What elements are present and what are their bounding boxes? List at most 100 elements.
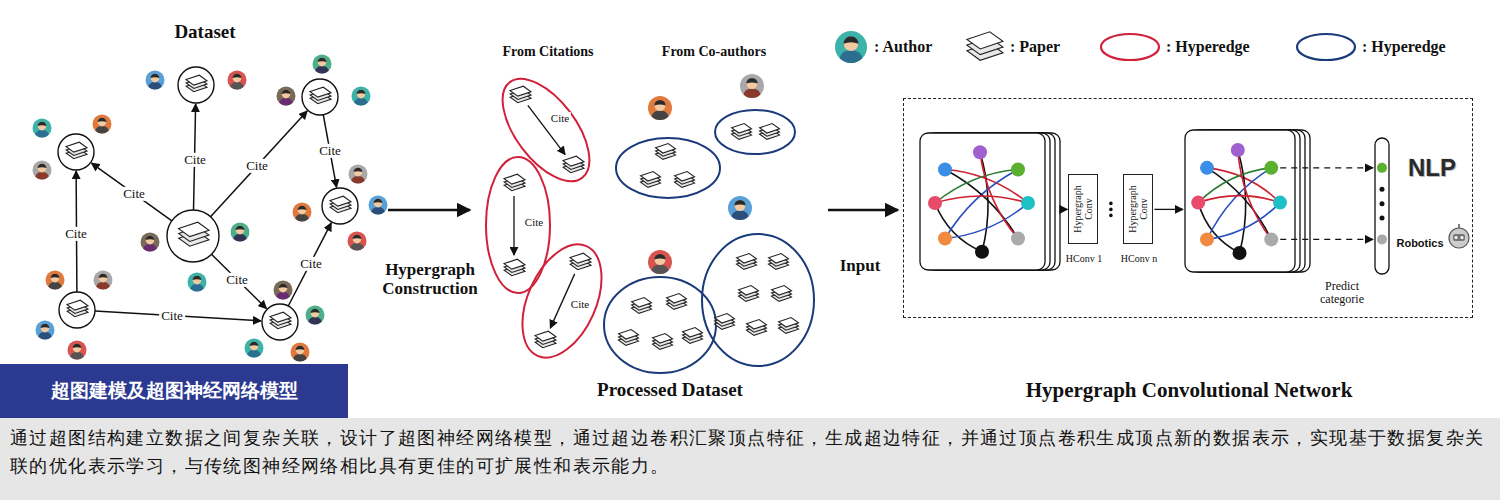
author-icon [352,87,371,106]
edge-label: Cite [549,112,571,124]
paper-icon [641,172,661,188]
hyperedge-curve [935,203,982,252]
paper-icon [739,286,759,302]
author-icon [188,273,207,292]
legend-entry: : Author [832,30,932,64]
vertex [1021,196,1035,210]
author-icon [33,161,52,180]
edge-label: Cite [159,309,185,323]
author-icon [740,74,764,98]
author-icon [231,223,250,242]
author-icon [293,203,312,222]
vertex [1200,161,1214,175]
hyperedge-curve [1198,196,1280,203]
paper-icon [504,259,525,276]
predict-arrow [1280,239,1373,240]
hyperedge-curve [935,196,1028,203]
hyperedge-curve [1207,168,1271,240]
paper-icon [779,318,799,334]
paper-icon [510,86,531,103]
group-title: From Co-authors [662,44,766,59]
hyperedge-curve [945,170,1018,239]
paper-icon [504,174,525,191]
hyperedge-curve [1198,203,1239,253]
paper-icon [619,330,639,346]
predict-arrow [1280,167,1373,168]
legend-text: : Hyperedge [1166,38,1250,56]
author-icon [245,339,264,358]
construction-arrow [388,209,470,212]
edge-label: Cite [121,187,147,201]
edge-label: Cite [569,298,591,310]
author-icon [93,115,112,134]
hyperedge [702,234,814,366]
author-icon [348,232,367,251]
vertex [1200,232,1214,246]
conv-layer-box: Hypergraph Conv [1068,174,1098,244]
cite-arrow [211,254,266,308]
title-banner: 超图建模及超图神经网络模型 [0,364,348,418]
vertex [938,163,952,177]
paper-icon [179,222,209,246]
author-icon [68,341,87,360]
hyperedge [604,277,716,373]
paper-icon [330,196,351,213]
output-column [1375,138,1389,274]
author-icon [94,271,113,290]
section-title: Processed Dataset [597,380,743,401]
robot-icon [1449,224,1469,248]
author-icon [146,71,165,90]
paper-swatch [962,30,1006,64]
vertex [1191,196,1205,210]
layer-arrow [1154,209,1183,210]
vertex [1011,163,1025,177]
layer-arrow [1060,209,1067,210]
legend-text: : Hyperedge [1362,38,1446,56]
paper-icon [67,300,88,317]
paper-icon [186,75,207,92]
paper-node [302,79,338,115]
vertex [1231,143,1245,157]
paper-icon [760,124,780,140]
edge-label: Cite [224,273,250,287]
paper-icon [653,334,673,350]
hyperedge [507,232,618,369]
network-frame: Hypergraph Convolutional NetworkHypergra… [903,98,1473,318]
author-icon [46,271,65,290]
vertex [1377,234,1387,244]
step-label: Hypergraph Construction [365,261,495,298]
author-icon [141,233,160,252]
paper-node [322,188,358,224]
hyperedge [616,138,720,198]
paper-node [262,304,298,340]
author-icon [33,119,52,138]
paper-icon [967,32,1003,61]
vertex [975,245,989,259]
author-icon [835,31,867,63]
vertex [938,232,952,246]
section-heading: Hypergraph Convolutional Network [904,378,1474,403]
ellipsis-dot [1109,202,1113,206]
paper-icon [563,156,584,173]
paper-icon [66,142,87,159]
layer-label: HConv 1 [1066,253,1102,264]
author-icon [349,165,368,184]
paper-icon [737,254,757,270]
author-icon [274,281,293,300]
legend-entry: : Paper [962,30,1060,64]
cite-arrow [513,196,514,255]
author-icon [369,196,388,215]
edge-label: Cite [63,227,89,241]
paper-node [178,67,214,103]
paper-node [167,210,219,262]
processed-dataset [486,64,814,373]
ellipsis-dot [1109,208,1113,212]
vertex [928,196,942,210]
paper-icon [675,172,695,188]
paper-icon [310,87,331,104]
author-icon [648,250,672,274]
ellipsis-dot [1109,214,1113,218]
author-icon [277,87,296,106]
paper-icon [683,328,703,344]
